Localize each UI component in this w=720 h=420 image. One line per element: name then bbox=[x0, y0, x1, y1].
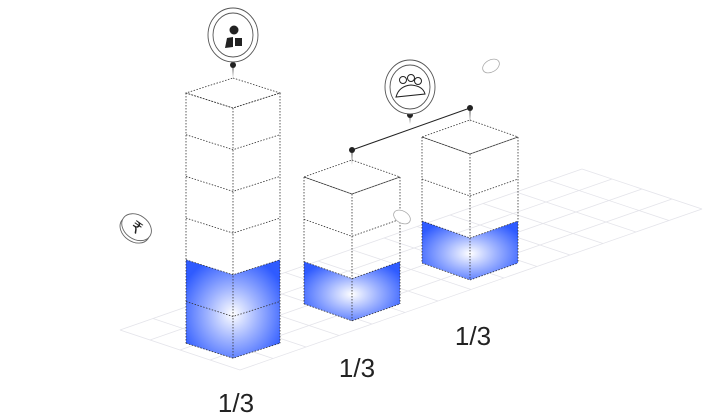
block-edge bbox=[421, 262, 519, 281]
block-edge bbox=[421, 220, 519, 239]
connector-line bbox=[230, 62, 473, 165]
block-edge bbox=[185, 259, 281, 276]
block-edge bbox=[185, 92, 281, 109]
block-edge bbox=[303, 303, 401, 322]
block-edge bbox=[185, 176, 281, 192]
column-3-label: 1/3 bbox=[455, 321, 491, 351]
block-edge bbox=[303, 218, 401, 237]
block-edge bbox=[185, 134, 281, 151]
column-3 bbox=[420, 119, 520, 281]
rupee-coin-icon: ₹ bbox=[119, 213, 152, 244]
person-badge-icon bbox=[207, 7, 259, 63]
block-edge bbox=[185, 217, 281, 234]
block-edge bbox=[421, 178, 519, 197]
column-1 bbox=[184, 77, 282, 359]
group-icon bbox=[384, 59, 436, 115]
column-2-label: 1/3 bbox=[339, 353, 375, 383]
block-edge bbox=[303, 176, 401, 195]
column-2 bbox=[302, 159, 402, 322]
block-edge bbox=[303, 261, 401, 280]
block-edge bbox=[421, 136, 519, 155]
coin-icon bbox=[393, 58, 500, 225]
column-1-label: 1/3 bbox=[218, 388, 254, 418]
